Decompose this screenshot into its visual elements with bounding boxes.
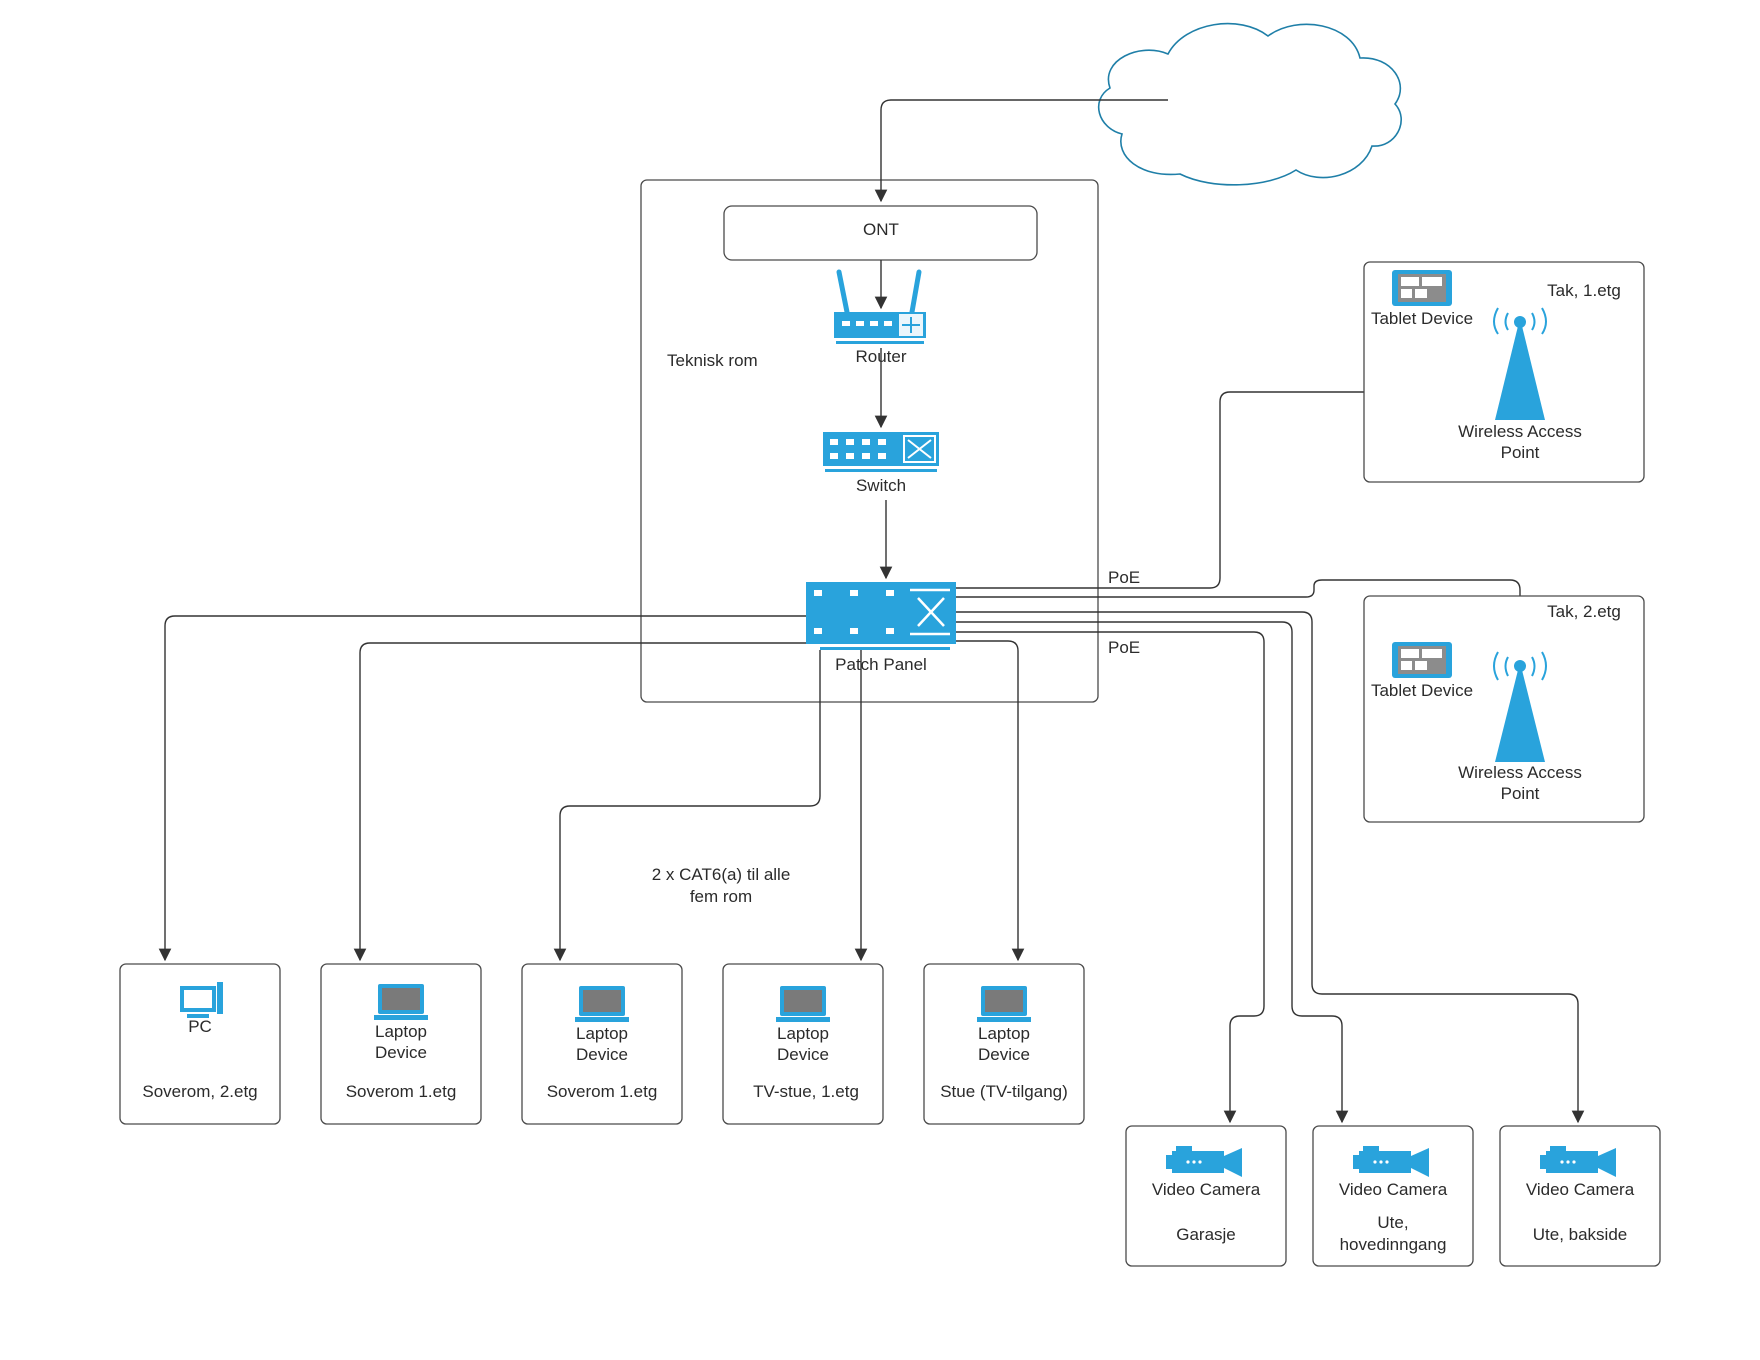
- room-laptop-4-line2: Device: [978, 1045, 1030, 1064]
- camera-2-location-line2: hovedinngang: [1340, 1235, 1447, 1254]
- wap-2-label-line1: Wireless Access: [1458, 763, 1582, 782]
- patch-panel-label: Patch Panel: [835, 655, 927, 674]
- line-camera-garasje: [956, 631, 1265, 1124]
- wap-1-label-line1: Wireless Access: [1458, 422, 1582, 441]
- room-box-laptop-3: Laptop Device TV-stue, 1.etg: [722, 963, 884, 1125]
- room-box-laptop-4: Laptop Device Stue (TV-tilgang): [923, 963, 1085, 1125]
- pc-icon: [180, 982, 223, 1018]
- poe-line-wap-1: [956, 385, 1482, 589]
- wap-1-label-line2: Point: [1501, 443, 1540, 462]
- camera-2-location-line1: Ute,: [1377, 1213, 1408, 1232]
- camera-box-garasje: Video Camera Garasje: [1125, 1125, 1287, 1267]
- wireless-access-point-icon: [1493, 307, 1547, 420]
- line-camera-bakside: [956, 611, 1585, 1124]
- ont-label: ONT: [863, 220, 899, 239]
- cat6-note-line1: 2 x CAT6(a) til alle: [652, 865, 791, 884]
- switch-label: Switch: [856, 476, 906, 495]
- room-laptop-2-line1: Laptop: [576, 1024, 628, 1043]
- room-laptop-1-line1: Laptop: [375, 1022, 427, 1041]
- video-camera-icon: [1540, 1146, 1616, 1177]
- switch-icon: [823, 432, 939, 472]
- tablet-icon: [1392, 270, 1452, 306]
- laptop-icon: [977, 986, 1031, 1022]
- line-room-laptop-1: [353, 642, 806, 962]
- camera-3-location-line1: Ute, bakside: [1533, 1225, 1628, 1244]
- camera-1-device: Video Camera: [1152, 1180, 1261, 1199]
- wap-1-tablet-label: Tablet Device: [1371, 309, 1473, 328]
- wap-2-label-line2: Point: [1501, 784, 1540, 803]
- room-laptop-2-line2: Device: [576, 1045, 628, 1064]
- wap-box-1: Tak, 1.etg Tablet Device Wireless Access…: [1363, 261, 1645, 483]
- camera-box-hovedinngang: Video Camera Ute, hovedinngang: [1312, 1125, 1474, 1267]
- room-pc-location: Soverom, 2.etg: [142, 1082, 257, 1101]
- poe-line-wap-2: [956, 579, 1527, 656]
- camera-1-location-line1: Garasje: [1176, 1225, 1236, 1244]
- room-laptop-3-line1: Laptop: [777, 1024, 829, 1043]
- router-icon: [834, 269, 926, 344]
- line-camera-hovedinngang: [956, 621, 1349, 1124]
- wap-box-2: Tak, 2.etg Tablet Device Wireless Access…: [1363, 595, 1645, 823]
- line-room-pc: [158, 615, 806, 962]
- room-laptop-3-location: TV-stue, 1.etg: [753, 1082, 859, 1101]
- room-laptop-1-location: Soverom 1.etg: [346, 1082, 457, 1101]
- laptop-icon: [575, 986, 629, 1022]
- room-laptop-1-line2: Device: [375, 1043, 427, 1062]
- teknisk-rom-label: Teknisk rom: [667, 351, 758, 370]
- poe-label-1: PoE: [1108, 568, 1140, 587]
- room-box-pc: PC Soverom, 2.etg: [119, 963, 281, 1125]
- cat6-note-line2: fem rom: [690, 887, 752, 906]
- camera-2-device: Video Camera: [1339, 1180, 1448, 1199]
- room-laptop-3-line2: Device: [777, 1045, 829, 1064]
- cloud-to-ont-line: [874, 99, 1168, 203]
- wireless-access-point-icon: [1493, 651, 1547, 762]
- patch-panel-icon: [806, 582, 956, 650]
- camera-3-device: Video Camera: [1526, 1180, 1635, 1199]
- room-box-laptop-2: Laptop Device Soverom 1.etg: [521, 963, 683, 1125]
- room-pc-device-line1: PC: [188, 1017, 212, 1036]
- internet-cloud-icon: [1098, 22, 1402, 186]
- video-camera-icon: [1166, 1146, 1242, 1177]
- wap-2-tablet-label: Tablet Device: [1371, 681, 1473, 700]
- line-room-laptop-2: [553, 650, 821, 962]
- line-room-laptop-4: [956, 640, 1025, 962]
- wap-1-location: Tak, 1.etg: [1547, 281, 1621, 300]
- room-laptop-2-location: Soverom 1.etg: [547, 1082, 658, 1101]
- laptop-icon: [776, 986, 830, 1022]
- room-laptop-4-line1: Laptop: [978, 1024, 1030, 1043]
- wap-2-location: Tak, 2.etg: [1547, 602, 1621, 621]
- video-camera-icon: [1353, 1146, 1429, 1177]
- poe-label-2: PoE: [1108, 638, 1140, 657]
- room-laptop-4-location: Stue (TV-tilgang): [940, 1082, 1068, 1101]
- room-box-laptop-1: Laptop Device Soverom 1.etg: [320, 963, 482, 1125]
- laptop-icon: [374, 984, 428, 1020]
- camera-box-bakside: Video Camera Ute, bakside: [1499, 1125, 1661, 1267]
- tablet-icon: [1392, 642, 1452, 678]
